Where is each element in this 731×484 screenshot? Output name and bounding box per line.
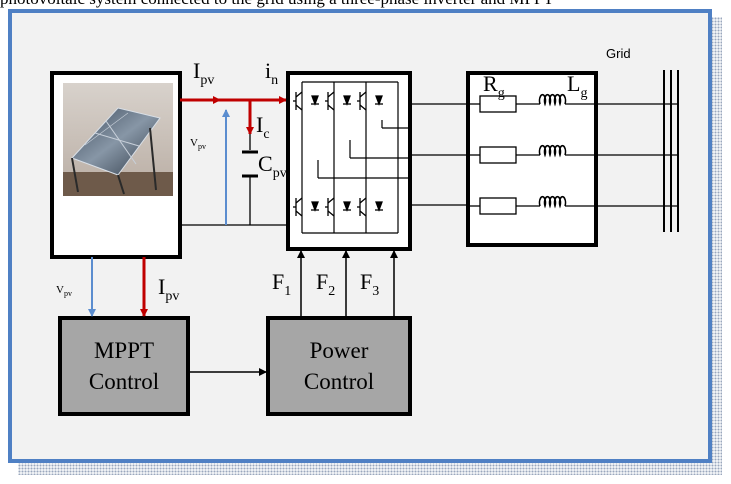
- power-control-block: [268, 318, 410, 414]
- mppt-label-line1: MPPT: [94, 338, 154, 363]
- vpv-mppt-label: Vpv: [56, 284, 72, 298]
- power-label-line1: Power: [310, 338, 369, 363]
- vpv-dc-label: Vpv: [190, 137, 206, 151]
- mppt-label-line2: Control: [89, 369, 159, 394]
- f1-label: F1: [272, 269, 291, 299]
- filter-block: [468, 73, 596, 245]
- f2-label: F2: [316, 269, 335, 299]
- mppt-control-block: [60, 318, 188, 414]
- inverter-block: [288, 73, 410, 249]
- ac-wires: [410, 104, 468, 205]
- solar-panel-photo: [63, 83, 173, 196]
- cpv-label: Cpv: [258, 151, 287, 181]
- in-label: in: [265, 58, 278, 88]
- grid-label: Grid: [606, 46, 631, 61]
- power-label-line2: Control: [304, 369, 374, 394]
- ipv-top-label: Ipv: [193, 58, 214, 88]
- ipv-mppt-label: Ipv: [158, 274, 179, 304]
- ic-label: Ic: [256, 112, 270, 142]
- pv-module: [52, 73, 180, 257]
- f3-label: F3: [360, 269, 379, 299]
- grid-bus: [596, 70, 678, 232]
